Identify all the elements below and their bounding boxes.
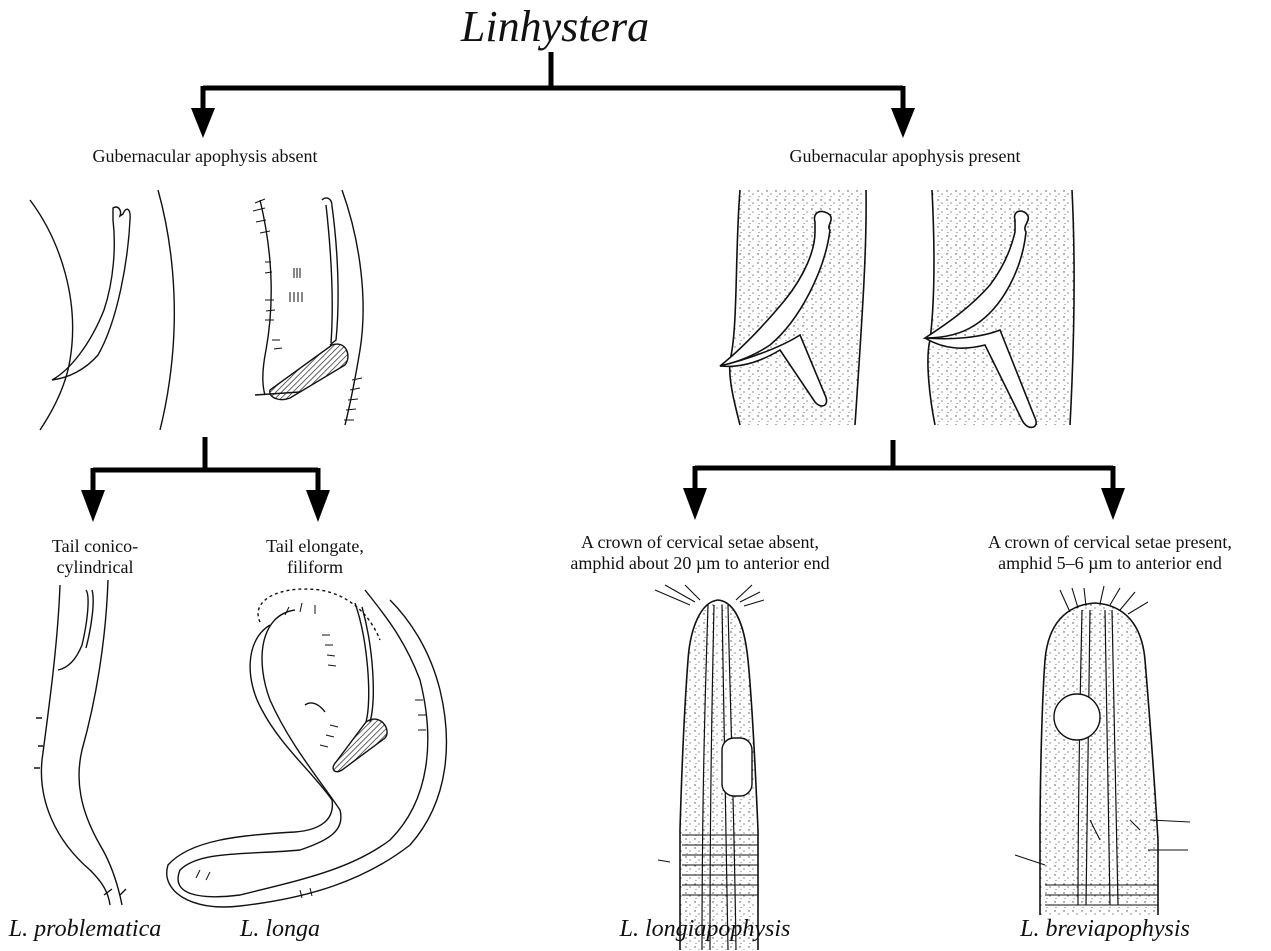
criterion-crown-present: A crown of cervical setae present, amphi… — [945, 532, 1271, 573]
head-drawing-longiapophysis — [655, 585, 764, 950]
species-label-longa: L. longa — [225, 916, 335, 944]
criterion-line: A crown of cervical setae present, — [945, 532, 1271, 553]
arrow-left-branch — [191, 86, 215, 138]
arrow-crown-present — [1101, 466, 1125, 520]
spicule-drawing-longiapophysis — [720, 190, 867, 425]
spicule-drawing-problematica — [30, 190, 174, 430]
species-label-problematica: L. problematica — [0, 916, 170, 944]
criterion-crown-absent: A crown of cervical setae absent, amphid… — [535, 532, 865, 573]
head-drawing-breviapophysis — [1015, 586, 1190, 915]
criterion-line: A crown of cervical setae absent, — [535, 532, 865, 553]
branch-label-apophysis-present: Gubernacular apophysis present — [750, 146, 1060, 167]
spicule-drawing-breviapophysis — [925, 190, 1075, 427]
criterion-line: filiform — [240, 557, 390, 578]
arrow-tail-conico — [81, 468, 105, 522]
branch-label-apophysis-absent: Gubernacular apophysis absent — [55, 146, 355, 167]
arrow-tail-elongate — [306, 468, 330, 522]
criterion-tail-conico-cylindrical: Tail conico- cylindrical — [20, 536, 170, 577]
connector-left-sub — [93, 437, 318, 470]
species-label-longiapophysis: L. longiapophysis — [595, 916, 815, 944]
connector-top — [203, 52, 903, 88]
connector-right-sub — [695, 440, 1113, 468]
criterion-line: Tail conico- — [20, 536, 170, 557]
spicule-drawing-longa — [253, 190, 363, 425]
diagram-title: Linhystera — [455, 2, 655, 53]
tail-drawing-longa — [167, 589, 447, 907]
arrow-crown-absent — [683, 466, 707, 520]
species-label-breviapophysis: L. breviapophysis — [990, 916, 1220, 944]
criterion-line: amphid 5–6 µm to anterior end — [945, 553, 1271, 574]
criterion-line: amphid about 20 µm to anterior end — [535, 553, 865, 574]
tail-drawing-problematica — [34, 580, 126, 905]
criterion-line: cylindrical — [20, 557, 170, 578]
criterion-tail-elongate-filiform: Tail elongate, filiform — [240, 536, 390, 577]
arrow-right-branch — [891, 86, 915, 138]
criterion-line: Tail elongate, — [240, 536, 390, 557]
